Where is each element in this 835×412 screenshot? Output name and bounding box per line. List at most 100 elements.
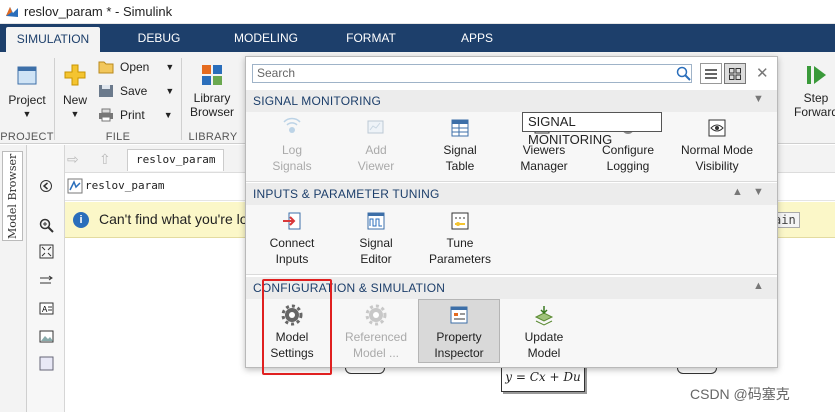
print-label: Print <box>120 108 145 122</box>
model-settings-label-1: Model <box>275 330 309 344</box>
collapse-chevron-icon[interactable]: ▼ <box>753 186 764 198</box>
expand-chevron-icon[interactable]: ▲ <box>753 280 764 292</box>
save-icon <box>99 85 113 97</box>
model-browser-strip: Model Browser <box>0 145 27 412</box>
tune-parameters-button[interactable]: Tune Parameters <box>422 210 498 267</box>
normal-mode-visibility-label-1: Normal Mode <box>680 143 754 157</box>
image-icon[interactable] <box>38 328 54 344</box>
update-model-button[interactable]: Update Model <box>506 304 582 361</box>
area-icon[interactable] <box>38 355 54 371</box>
tab-simulation[interactable]: SIMULATION <box>6 27 100 52</box>
new-button[interactable]: New ▼ <box>58 62 92 119</box>
watermark: CSDN @码塞克 <box>690 386 790 402</box>
section-tooltip: SIGNAL MONITORING <box>522 112 662 147</box>
referenced-model-label-1: Referenced <box>344 330 408 344</box>
list-view-icon <box>705 68 717 79</box>
up-arrow-icon[interactable]: ⇧ <box>99 151 111 167</box>
referenced-model-gear-icon <box>365 304 387 326</box>
section-header-inputs-parameter-tuning: INPUTS & PARAMETER TUNING <box>246 183 777 205</box>
signal-editor-label-2: Editor <box>360 252 392 266</box>
model-icon <box>67 178 83 194</box>
breadcrumb-tab[interactable]: reslov_param <box>127 149 225 171</box>
save-button[interactable]: Save ▼ <box>98 84 174 98</box>
print-button[interactable]: Print ▼ <box>98 108 173 122</box>
add-viewer-button[interactable]: Add Viewer <box>338 117 414 174</box>
section-body-signal-monitoring: Log Signals Add Viewer Signal Table View… <box>246 112 777 182</box>
grid-view-button[interactable] <box>724 63 746 84</box>
group-label-project: PROJECT <box>0 131 54 143</box>
connect-inputs-label-2: Inputs <box>275 252 309 266</box>
section-header-configuration-simulation: CONFIGURATION & SIMULATION <box>246 277 777 299</box>
update-model-label-1: Update <box>524 330 564 344</box>
close-icon[interactable]: ✕ <box>756 65 769 82</box>
model-settings-button[interactable]: Model Settings <box>254 304 330 361</box>
log-signals-icon <box>281 117 303 139</box>
step-label-1: Step <box>803 91 829 105</box>
model-browser-tab[interactable]: Model Browser <box>2 151 23 241</box>
chevron-down-icon: ▼ <box>70 109 80 119</box>
tab-modeling[interactable]: MODELING <box>233 31 298 45</box>
arrow-routing-icon[interactable] <box>38 272 54 288</box>
referenced-model-button[interactable]: Referenced Model ... <box>338 304 414 361</box>
property-inspector-label-1: Property <box>436 330 482 344</box>
library-browser-button[interactable]: Library Browser <box>186 62 238 119</box>
model-settings-label-2: Settings <box>270 346 314 360</box>
title-bar: reslov_param * - Simulink <box>0 0 835 24</box>
add-viewer-icon <box>365 117 387 139</box>
connect-inputs-label-1: Connect <box>269 236 315 250</box>
collapse-chevron-icon[interactable]: ▼ <box>753 93 764 105</box>
signal-table-button[interactable]: Signal Table <box>422 117 498 174</box>
eye-icon <box>706 117 728 139</box>
zoom-icon[interactable] <box>38 217 54 233</box>
viewers-manager-label-1: Viewers <box>522 143 566 157</box>
update-model-icon <box>533 304 555 326</box>
window-title: reslov_param * - Simulink <box>24 4 173 19</box>
info-icon: i <box>73 212 89 228</box>
tab-apps[interactable]: APPS <box>460 31 493 45</box>
gallery-search-input[interactable]: Search <box>252 64 692 83</box>
step-forward-button[interactable]: Step Forward <box>794 62 835 119</box>
connect-inputs-button[interactable]: Connect Inputs <box>254 210 330 267</box>
signal-editor-icon <box>365 210 387 232</box>
signal-editor-button[interactable]: Signal Editor <box>338 210 414 267</box>
tune-parameters-icon <box>449 210 471 232</box>
fit-to-view-icon[interactable] <box>38 243 54 259</box>
tab-format[interactable]: FORMAT <box>346 31 396 45</box>
library-label-2: Browser <box>189 105 234 119</box>
normal-mode-visibility-label-2: Visibility <box>695 159 739 173</box>
new-plus-icon <box>64 64 86 86</box>
highlight-box <box>262 279 332 375</box>
property-inspector-button[interactable]: Property Inspector <box>418 299 500 363</box>
hide-show-explorer-icon[interactable] <box>38 178 54 194</box>
address-path[interactable]: reslov_param <box>85 179 165 192</box>
toolstrip-tabs: SIMULATION DEBUG MODELING FORMAT APPS <box>0 24 835 52</box>
group-divider <box>54 58 55 140</box>
add-viewer-label-2: Viewer <box>357 159 395 173</box>
open-button[interactable]: Open ▼ <box>98 60 174 74</box>
annotation-icon[interactable]: A <box>38 300 54 316</box>
log-signals-button[interactable]: Log Signals <box>254 117 330 174</box>
chevron-down-icon: ▼ <box>22 109 32 119</box>
property-inspector-icon <box>448 304 470 326</box>
group-divider <box>181 58 182 140</box>
normal-mode-visibility-button[interactable]: Normal Mode Visibility <box>674 117 760 174</box>
tab-debug[interactable]: DEBUG <box>137 31 181 45</box>
group-label-file: FILE <box>105 131 131 143</box>
project-label: Project <box>8 93 46 107</box>
simulink-app-icon <box>6 6 18 17</box>
signal-table-label-1: Signal <box>443 143 477 157</box>
search-icon[interactable] <box>676 66 691 81</box>
library-browser-icon <box>202 65 222 85</box>
project-button[interactable]: Project ▼ <box>4 62 50 119</box>
new-label: New <box>62 93 87 107</box>
forward-arrow-icon[interactable]: ⇨ <box>67 151 79 167</box>
section-body-inputs-parameter-tuning: Connect Inputs Signal Editor Tune Parame… <box>246 205 777 275</box>
expand-chevron-icon[interactable]: ▲ <box>732 186 743 198</box>
list-view-button[interactable] <box>700 63 722 84</box>
configure-logging-label-1: Configure <box>601 143 655 157</box>
property-inspector-label-2: Inspector <box>434 346 484 360</box>
log-signals-label-2: Signals <box>272 159 312 173</box>
chevron-down-icon: ▼ <box>163 110 173 120</box>
open-label: Open <box>120 60 150 74</box>
chevron-down-icon: ▼ <box>165 62 175 72</box>
